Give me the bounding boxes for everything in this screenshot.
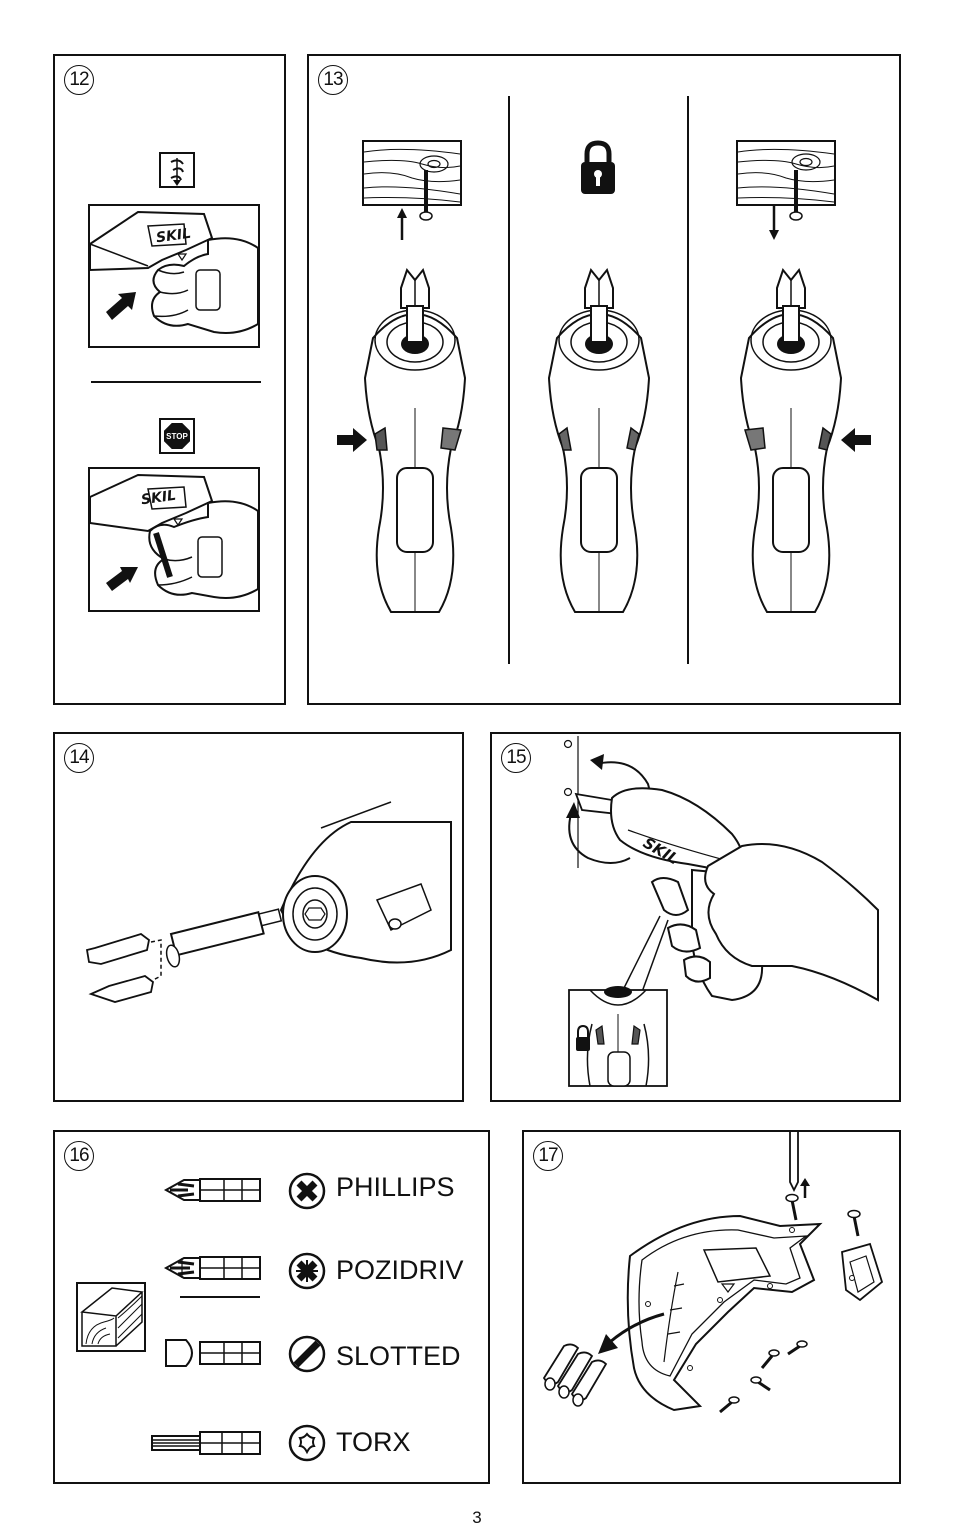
bit-insertion-illustration bbox=[85, 801, 452, 1003]
screwdriver-reverse-illustration bbox=[363, 267, 467, 613]
bit-label-slotted: SLOTTED bbox=[336, 1341, 461, 1371]
pozidriv-bit-icon bbox=[163, 1256, 261, 1280]
phillips-bit-icon bbox=[163, 1178, 261, 1202]
wood-screw-forward-icon bbox=[736, 140, 836, 240]
bit-underline bbox=[180, 1296, 260, 1298]
batteries-icon bbox=[542, 1343, 608, 1407]
figure-14-panel: 14 bbox=[53, 732, 464, 1102]
figure-15-number: 15 bbox=[501, 743, 531, 773]
figure-17-number: 17 bbox=[533, 1141, 563, 1171]
torx-bit-icon bbox=[151, 1431, 261, 1455]
stop-sign-icon: STOP bbox=[159, 418, 195, 454]
hand-release-switch-illustration bbox=[88, 467, 260, 612]
figure-13-panel: 13 bbox=[307, 54, 901, 705]
figure-12-number: 12 bbox=[64, 65, 94, 95]
figure-12-panel: 12 SKIL STOP SKIL bbox=[53, 54, 286, 705]
wood-block-icon bbox=[76, 1282, 146, 1352]
figure-14-number: 14 bbox=[64, 743, 94, 773]
rotation-symbol-icon bbox=[159, 152, 195, 188]
push-arrow-left-icon bbox=[841, 428, 871, 452]
phillips-icon bbox=[288, 1172, 326, 1210]
pozidriv-icon bbox=[288, 1252, 326, 1290]
push-arrow-right-icon bbox=[337, 428, 367, 452]
hand-press-switch-illustration bbox=[88, 204, 260, 348]
page-number: 3 bbox=[472, 1508, 482, 1527]
torx-icon bbox=[288, 1424, 326, 1462]
padlock-icon bbox=[581, 140, 615, 194]
stop-label: STOP bbox=[166, 431, 188, 441]
column-divider bbox=[508, 96, 510, 664]
slotted-bit-icon bbox=[165, 1339, 261, 1367]
bit-label-phillips: PHILLIPS bbox=[336, 1172, 455, 1202]
figure-16-number: 16 bbox=[64, 1141, 94, 1171]
wood-screw-reverse-icon bbox=[362, 140, 462, 240]
bit-label-torx: TORX bbox=[336, 1427, 411, 1457]
column-divider bbox=[687, 96, 689, 664]
battery-replacement-illustration bbox=[542, 1132, 884, 1414]
section-divider bbox=[91, 381, 261, 383]
screwdriving-hand-illustration bbox=[563, 736, 879, 1087]
bit-label-pozidriv: POZIDRIV bbox=[336, 1255, 464, 1285]
screwdriver-forward-illustration bbox=[739, 267, 843, 613]
figure-15-panel: 15 SKIL bbox=[490, 732, 901, 1102]
slotted-icon bbox=[288, 1335, 326, 1373]
figure-16-panel: 16 PHILLIPS POZIDRIV bbox=[53, 1130, 490, 1484]
figure-17-panel: 17 bbox=[522, 1130, 901, 1484]
screwdriver-locked-illustration bbox=[547, 267, 651, 613]
figure-13-number: 13 bbox=[318, 65, 348, 95]
